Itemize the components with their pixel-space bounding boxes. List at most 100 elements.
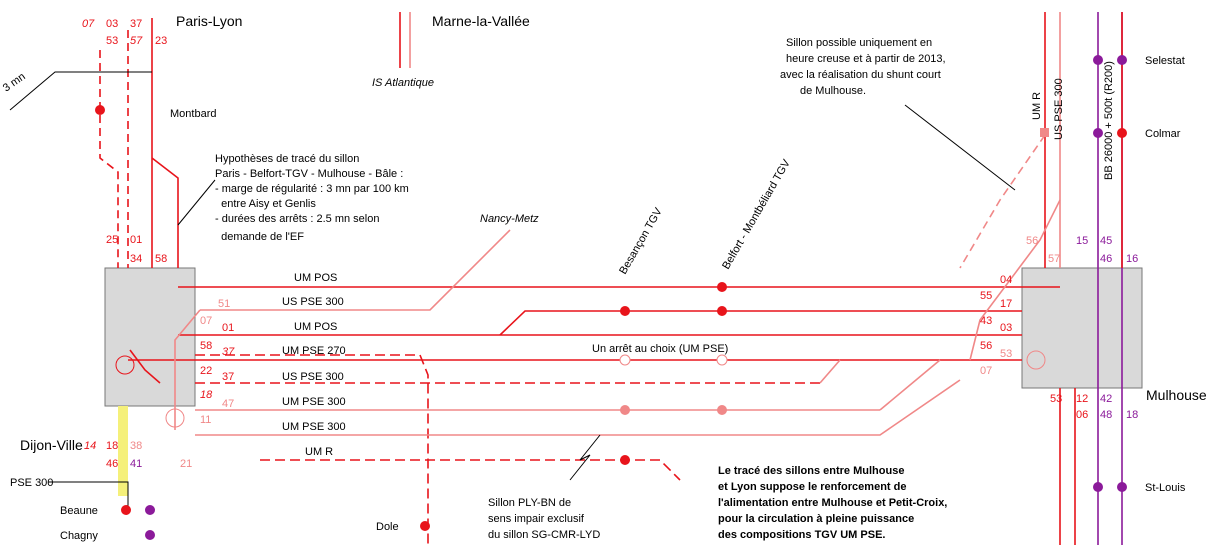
svg-text:avec la réalisation du shunt c: avec la réalisation du shunt court xyxy=(780,69,941,81)
note-hypotheses: Hypothèses de tracé du sillon Paris - Be… xyxy=(215,153,409,243)
num-07-mulhouse: 07 xyxy=(980,365,992,377)
num-23-top: 23 xyxy=(155,35,167,47)
num-58: 58 xyxy=(155,253,167,265)
num-07: 07 xyxy=(200,315,212,327)
num-56-top: 56 xyxy=(1026,235,1038,247)
svg-text:pour la circulation à pleine p: pour la circulation à pleine puissance xyxy=(718,513,914,525)
svg-text:Sillon PLY-BN de: Sillon PLY-BN de xyxy=(488,497,571,509)
num-01-right: 01 xyxy=(222,322,234,334)
station-colmar: Colmar xyxy=(1145,128,1181,140)
callout-lines xyxy=(9,71,1016,510)
svg-text:heure creuse et à partir de 20: heure creuse et à partir de 2013, xyxy=(786,53,946,65)
station-markers xyxy=(95,55,1127,540)
num-37-top: 37 xyxy=(130,18,142,30)
num-46-bottom: 46 xyxy=(106,458,118,470)
vertical-us-pse-300: US PSE 300 xyxy=(1053,78,1065,140)
num-43: 43 xyxy=(980,315,992,327)
mulhouse-station-box xyxy=(1021,267,1143,389)
path-arret-au-choix: Un arrêt au choix (UM PSE) xyxy=(592,343,728,355)
num-01: 01 xyxy=(130,234,142,246)
path-um-pse-300-2: UM PSE 300 xyxy=(282,421,346,433)
svg-text:Hypothèses de tracé du sillon: Hypothèses de tracé du sillon xyxy=(215,153,359,165)
num-07-top: 07 xyxy=(82,18,95,30)
path-us-pse-300-1: US PSE 300 xyxy=(282,296,344,308)
num-12: 12 xyxy=(1076,393,1088,405)
path-um-pos-2: UM POS xyxy=(294,321,337,333)
num-37b: 37 xyxy=(222,371,234,383)
svg-text:Sillon possible uniquement en: Sillon possible uniquement en xyxy=(786,37,932,49)
station-mulhouse: Mulhouse xyxy=(1146,387,1207,403)
num-25: 25 xyxy=(106,234,118,246)
station-chagny: Chagny xyxy=(60,530,98,542)
num-55: 55 xyxy=(980,290,992,302)
svg-text:du sillon SG-CMR-LYD: du sillon SG-CMR-LYD xyxy=(488,529,600,541)
num-58-right: 58 xyxy=(200,340,212,352)
num-53-bottom: 53 xyxy=(1050,393,1062,405)
path-us-pse-300-2: US PSE 300 xyxy=(282,371,344,383)
station-beaune: Beaune xyxy=(60,505,98,517)
num-03-top: 03 xyxy=(106,18,118,30)
num-57-top-right: 57 xyxy=(1048,253,1060,265)
num-53-top: 53 xyxy=(106,35,118,47)
path-um-pse-270: UM PSE 270 xyxy=(282,345,346,357)
station-st-louis: St-Louis xyxy=(1145,482,1186,494)
svg-text:sens impair exclusif: sens impair exclusif xyxy=(488,513,585,525)
path-lines xyxy=(128,229,1060,545)
num-48: 48 xyxy=(1100,409,1112,421)
num-18-right: 18 xyxy=(1126,409,1138,421)
station-besancon-tgv: Besançon TGV xyxy=(617,205,665,276)
right-trunk-lines xyxy=(959,12,1123,545)
vertical-um-r: UM R xyxy=(1031,92,1043,120)
svg-text:Le tracé des sillons entre Mul: Le tracé des sillons entre Mulhouse xyxy=(718,465,904,477)
num-47: 47 xyxy=(222,398,234,410)
num-06: 06 xyxy=(1076,409,1088,421)
svg-text:des compositions TGV UM PSE.: des compositions TGV UM PSE. xyxy=(718,529,885,541)
station-paris-lyon: Paris-Lyon xyxy=(176,13,242,29)
num-41: 41 xyxy=(130,458,142,470)
num-18-bottom: 18 xyxy=(106,440,118,452)
note-ply-bn: Sillon PLY-BN de sens impair exclusif du… xyxy=(488,497,600,541)
num-21: 21 xyxy=(180,458,192,470)
label-pse-300: PSE 300 xyxy=(10,477,53,489)
num-16: 16 xyxy=(1126,253,1138,265)
num-38: 38 xyxy=(130,440,142,452)
svg-text:de Mulhouse.: de Mulhouse. xyxy=(800,85,866,97)
num-03: 03 xyxy=(1000,322,1012,334)
station-montbard: Montbard xyxy=(170,108,216,120)
num-14: 14 xyxy=(84,440,96,452)
num-04: 04 xyxy=(1000,274,1012,286)
num-42: 42 xyxy=(1100,393,1112,405)
num-11: 11 xyxy=(200,414,211,426)
num-45: 45 xyxy=(1100,235,1112,247)
num-15: 15 xyxy=(1076,235,1088,247)
svg-text:- durées des arrêts : 2.5 mn s: - durées des arrêts : 2.5 mn selon xyxy=(215,213,379,225)
station-belfort-montbeliard: Belfort - Montbéliard TGV xyxy=(720,157,793,271)
num-34: 34 xyxy=(130,253,142,265)
note-sillon-possible: Sillon possible uniquement en heure creu… xyxy=(780,37,946,97)
num-57-top: 57 xyxy=(130,35,143,47)
num-56: 56 xyxy=(980,340,992,352)
station-selestat: Selestat xyxy=(1145,55,1185,67)
station-is-atlantique: IS Atlantique xyxy=(372,77,434,89)
dijon-station-box xyxy=(104,267,196,407)
num-46-top: 46 xyxy=(1100,253,1112,265)
svg-text:entre Aisy et Genlis: entre Aisy et Genlis xyxy=(215,198,316,210)
station-nancy-metz: Nancy-Metz xyxy=(480,213,539,225)
num-18: 18 xyxy=(200,389,213,401)
left-trunk-lines xyxy=(99,12,411,268)
num-17: 17 xyxy=(1000,298,1012,310)
num-51: 51 xyxy=(218,298,230,310)
path-um-r: UM R xyxy=(305,446,333,458)
station-dijon-ville: Dijon-Ville xyxy=(20,437,83,453)
svg-text:demande de l'EF: demande de l'EF xyxy=(215,231,304,243)
svg-text:- marge de régularité : 3 mn p: - marge de régularité : 3 mn par 100 km xyxy=(215,183,409,195)
label-3-mn: 3 mn xyxy=(1,71,28,95)
highlight-bar xyxy=(118,406,128,496)
station-dole: Dole xyxy=(376,521,399,533)
svg-text:l'alimentation entre Mulhouse: l'alimentation entre Mulhouse et Petit-C… xyxy=(718,497,947,509)
vertical-bb-26000: BB 26000 + 500t (R200) xyxy=(1103,61,1115,180)
note-trace-sillons: Le tracé des sillons entre Mulhouse et L… xyxy=(718,465,947,541)
station-marne-la-vallee: Marne-la-Vallée xyxy=(432,13,530,29)
num-53: 53 xyxy=(1000,348,1012,360)
num-37a: 37 xyxy=(222,346,235,358)
